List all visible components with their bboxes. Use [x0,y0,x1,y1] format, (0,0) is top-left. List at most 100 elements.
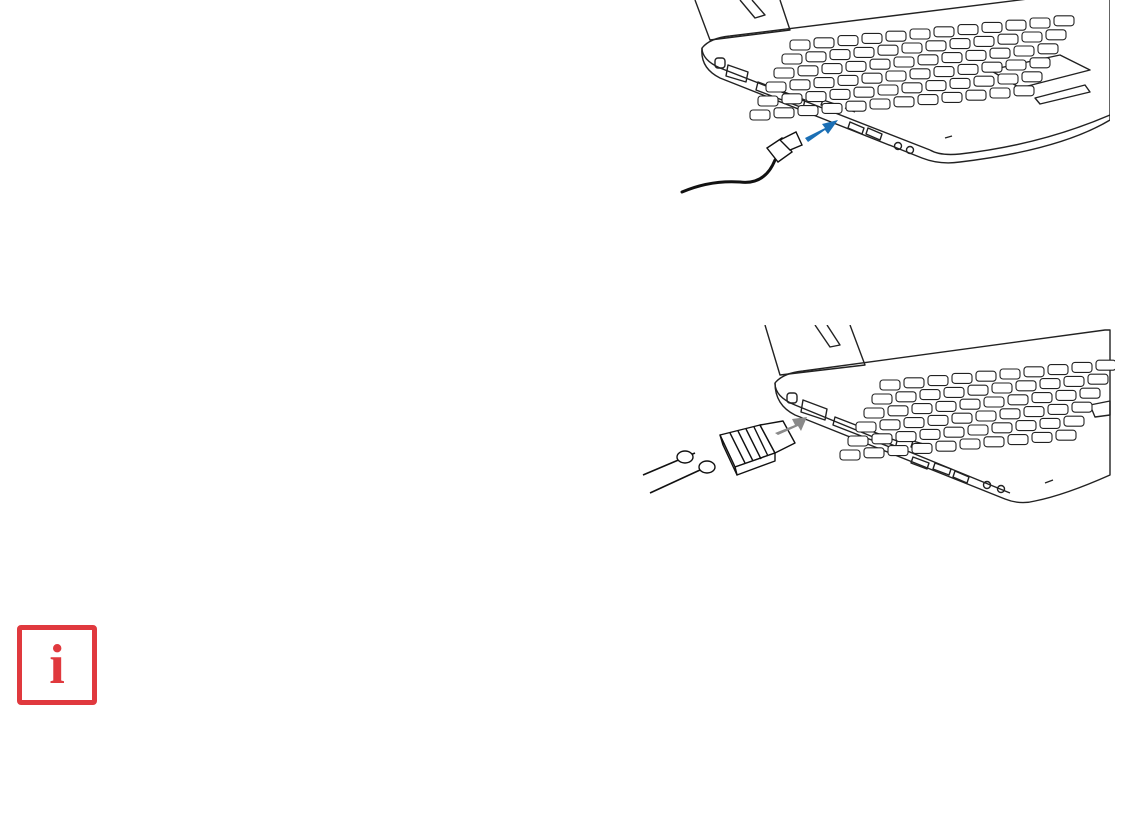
keyboard-key [958,25,978,35]
keyboard-key [896,392,916,402]
keyboard-key [1040,379,1060,389]
keyboard-key [896,432,916,442]
keyboard-key [838,75,858,85]
keyboard-key [872,394,892,404]
keyboard-key [1032,432,1052,442]
keyboard-key [992,383,1012,393]
keyboard-key [790,80,810,90]
keyboard-key [998,34,1018,44]
keyboard-key [1024,407,1044,417]
keyboard-key [928,415,948,425]
keyboard-key [886,31,906,41]
keyboard-key [814,38,834,48]
keyboard-key [1048,404,1068,414]
keyboard-key [1064,376,1084,386]
keyboard-key [982,62,1002,72]
keyboard-key [950,78,970,88]
keyboard-key [1040,418,1060,428]
keyboard-key [880,420,900,430]
keyboard-key [854,47,874,57]
keyboard-key [990,88,1010,98]
keyboard-key [878,45,898,55]
keyboard-key [1048,365,1068,375]
keyboard-key [984,437,1004,447]
keyboard-key [830,89,850,99]
keyboard-key [774,108,794,118]
keyboard-key [912,443,932,453]
keyboard-key [848,436,868,446]
keyboard-key [976,411,996,421]
keyboard-key [750,110,770,120]
keyboard-key [830,50,850,60]
keyboard-key [798,106,818,116]
keyboard-key [822,64,842,74]
keyboard-key [958,64,978,74]
keyboard-key [928,376,948,386]
keyboard-key [944,387,964,397]
keyboard-key [864,448,884,458]
keyboard-key [1022,72,1042,82]
keyboard-key [1056,430,1076,440]
info-icon-glyph: i [17,635,97,695]
keyboard-key [880,380,900,390]
keyboard-key [918,55,938,65]
keyboard-key [1008,395,1028,405]
keyboard-key [798,66,818,76]
keyboard-key [1006,60,1026,70]
keyboard-key [904,378,924,388]
keyboard-key [1014,86,1034,96]
insert-arrow [805,120,838,142]
keyboard-key [950,39,970,49]
keyboard-key [952,413,972,423]
keyboard-key [992,423,1012,433]
keyboard-key [870,99,890,109]
keyboard-key [1088,374,1108,384]
keyboard-key [782,94,802,104]
keyboard-key [790,40,810,50]
keyboard-key [806,92,826,102]
keyboard-key [936,401,956,411]
keyboard-key [998,74,1018,84]
keyboard-key [894,97,914,107]
keyboard-key [976,371,996,381]
keyboard-key [822,103,842,113]
keyboard-key [1016,421,1036,431]
keyboard-key [1054,16,1074,26]
keyboard-key [942,92,962,102]
keyboard-key [1072,362,1092,372]
keyboard-key [1030,58,1050,68]
keyboard-key [968,425,988,435]
keyboard-key [1032,393,1052,403]
keyboard-key [1016,381,1036,391]
keyboard-key [960,399,980,409]
keyboard-key [782,54,802,64]
keyboard-key [1064,416,1084,426]
keyboard-key [862,73,882,83]
keyboard-key [936,441,956,451]
info-icon: i [17,625,97,705]
keyboard-key [952,373,972,383]
vga-connection-figure [635,325,1115,525]
keyboard-key [984,397,1004,407]
keyboard-key [920,429,940,439]
keyboard-key [872,434,892,444]
keyboard-key [886,71,906,81]
keyboard-key [856,422,876,432]
keyboard-key [854,87,874,97]
keyboard-key [944,427,964,437]
keyboard-key [926,41,946,51]
keyboard-key [758,96,778,106]
keyboard-key [766,82,786,92]
keyboard-key [968,385,988,395]
keyboard-key [774,68,794,78]
keyboard-key [1000,409,1020,419]
keyboard-key [910,29,930,39]
keyboard-key [1014,46,1034,56]
keyboard-key [966,50,986,60]
keyboard-key [864,408,884,418]
keyboard-key [1096,360,1115,370]
keyboard-key [966,90,986,100]
keyboard-key [1000,369,1020,379]
keyboard-key [902,43,922,53]
keyboard-key [920,390,940,400]
